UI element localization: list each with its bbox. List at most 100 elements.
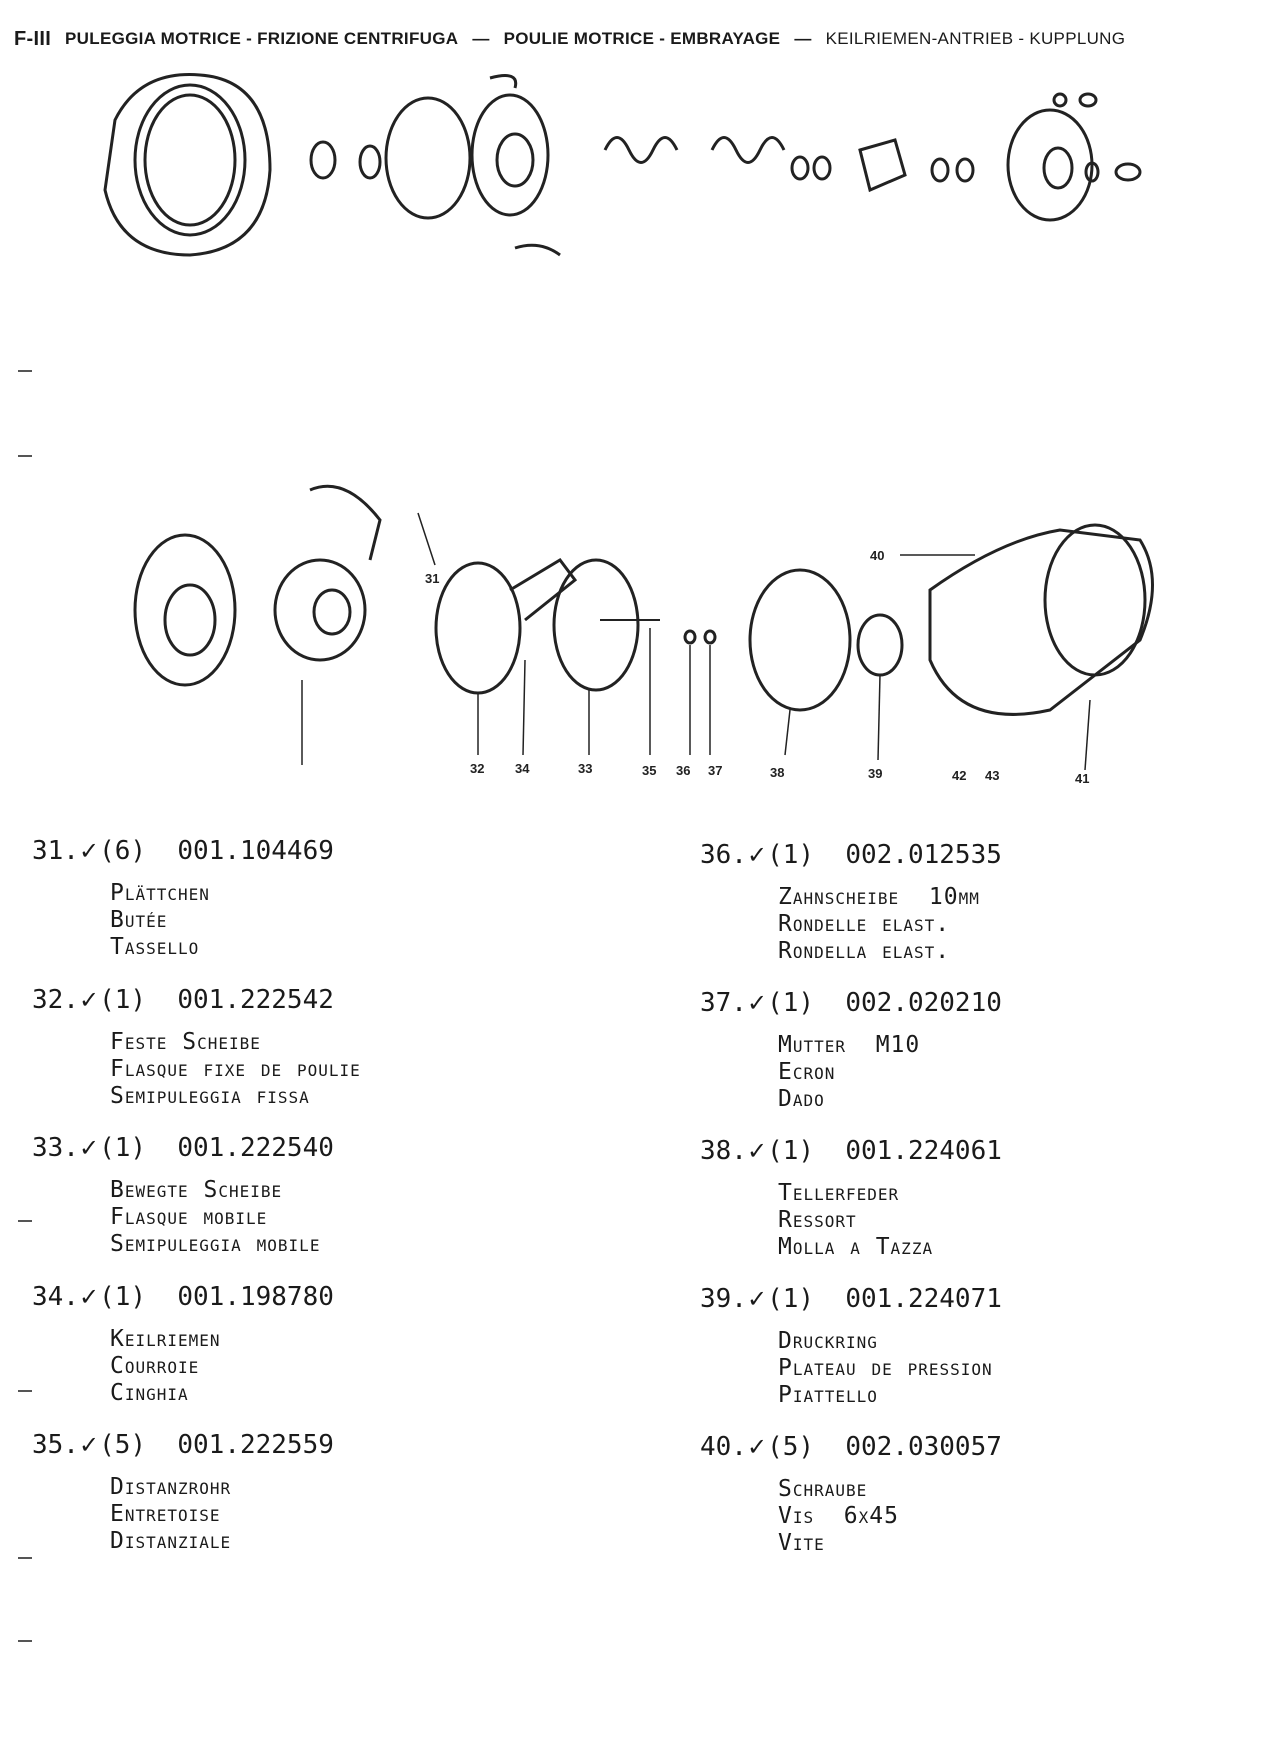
desc-german: Zahnscheibe 10mm bbox=[778, 884, 980, 910]
part-quantity: (1) bbox=[767, 840, 815, 870]
desc-german: Distanzrohr bbox=[110, 1474, 232, 1500]
callout-32: 32 bbox=[470, 761, 484, 776]
desc-italian: Distanziale bbox=[110, 1528, 232, 1554]
desc-italian: Dado bbox=[778, 1086, 825, 1112]
part-code: 002.020210 bbox=[845, 988, 1002, 1018]
desc-italian: Molla a Tazza bbox=[778, 1234, 934, 1260]
desc-french: Flasque fixe de poulie bbox=[110, 1056, 361, 1082]
part-description: Plättchen Butée Tassello bbox=[110, 880, 592, 961]
part-code: 001.224071 bbox=[845, 1284, 1002, 1314]
desc-italian: Piattello bbox=[778, 1382, 878, 1408]
title-separator: — bbox=[794, 29, 812, 48]
checkmark-icon: ✓ bbox=[746, 1433, 768, 1461]
part-entry: 36.✓(1) 002.012535 Zahnscheibe 10mm Rond… bbox=[700, 840, 1260, 965]
part-quantity: (1) bbox=[767, 1284, 815, 1314]
part-entry: 31.✓(6) 001.104469 Plättchen Butée Tasse… bbox=[32, 836, 592, 961]
part-number: 39. bbox=[700, 1284, 747, 1314]
clutch-housing-upper bbox=[103, 73, 272, 257]
part-header-line: 38.✓(1) 001.224061 bbox=[700, 1136, 1260, 1166]
part-entry: 38.✓(1) 001.224061 Tellerfeder Ressort M… bbox=[700, 1136, 1260, 1261]
pulley-halves-belt bbox=[434, 558, 717, 695]
part-header-line: 31.✓(6) 001.104469 bbox=[32, 836, 592, 866]
desc-german: Tellerfeder bbox=[778, 1180, 900, 1206]
margin-mark bbox=[18, 1220, 32, 1222]
part-code: 001.104469 bbox=[177, 836, 334, 866]
desc-french: Rondelle elast. bbox=[778, 911, 951, 937]
part-header-line: 37.✓(1) 002.020210 bbox=[700, 988, 1260, 1018]
part-number: 35. bbox=[32, 1430, 79, 1460]
part-quantity: (1) bbox=[99, 985, 147, 1015]
margin-mark bbox=[18, 1390, 32, 1392]
callout-43: 43 bbox=[985, 768, 999, 783]
part-code: 001.198780 bbox=[177, 1282, 334, 1312]
checkmark-icon: ✓ bbox=[746, 841, 768, 869]
part-description: Druckring Plateau de pression Piattello bbox=[778, 1328, 1260, 1409]
part-number: 31. bbox=[32, 836, 79, 866]
callout-38: 38 bbox=[770, 765, 784, 780]
checkmark-icon: ✓ bbox=[78, 837, 100, 865]
part-entry: 39.✓(1) 001.224071 Druckring Plateau de … bbox=[700, 1284, 1260, 1409]
checkmark-icon: ✓ bbox=[78, 1134, 100, 1162]
drive-pulley-lower bbox=[133, 484, 382, 687]
part-code: 002.030057 bbox=[845, 1432, 1002, 1462]
callout-41: 41 bbox=[1075, 771, 1089, 786]
checkmark-icon: ✓ bbox=[78, 1283, 100, 1311]
desc-french: Ecron bbox=[778, 1059, 836, 1085]
part-number: 34. bbox=[32, 1282, 79, 1312]
title-italian: PULEGGIA MOTRICE - FRIZIONE CENTRIFUGA bbox=[65, 29, 459, 48]
part-quantity: (5) bbox=[767, 1432, 815, 1462]
section-code: F-III bbox=[14, 27, 52, 50]
checkmark-icon: ✓ bbox=[78, 1431, 100, 1459]
part-description: Schraube Vis 6x45 Vite bbox=[778, 1476, 1260, 1557]
part-entry: 34.✓(1) 001.198780 Keilriemen Courroie C… bbox=[32, 1282, 592, 1407]
desc-german: Druckring bbox=[778, 1328, 878, 1354]
part-header-line: 34.✓(1) 001.198780 bbox=[32, 1282, 592, 1312]
part-description: Mutter M10 Ecron Dado bbox=[778, 1032, 1260, 1113]
margin-mark bbox=[18, 1640, 32, 1642]
checkmark-icon: ✓ bbox=[746, 989, 768, 1017]
part-number: 36. bbox=[700, 840, 747, 870]
callout-40: 40 bbox=[870, 548, 884, 563]
page-header: F-III PULEGGIA MOTRICE - FRIZIONE CENTRI… bbox=[14, 24, 1254, 54]
desc-french: Ressort bbox=[778, 1207, 857, 1233]
desc-french: Butée bbox=[110, 907, 168, 933]
margin-mark bbox=[18, 1557, 32, 1559]
part-header-line: 39.✓(1) 001.224071 bbox=[700, 1284, 1260, 1314]
part-code: 001.222542 bbox=[177, 985, 334, 1015]
desc-italian: Vite bbox=[778, 1530, 825, 1556]
part-entry: 32.✓(1) 001.222542 Feste Scheibe Flasque… bbox=[32, 985, 592, 1110]
part-quantity: (6) bbox=[99, 836, 147, 866]
clutch-cover-lower bbox=[928, 523, 1154, 716]
part-description: Zahnscheibe 10mm Rondelle elast. Rondell… bbox=[778, 884, 1260, 965]
callout-37: 37 bbox=[708, 763, 722, 778]
desc-french: Courroie bbox=[110, 1353, 200, 1379]
title-separator: — bbox=[472, 29, 490, 48]
callout-39: 39 bbox=[868, 766, 882, 781]
desc-french: Flasque mobile bbox=[110, 1204, 268, 1230]
part-code: 001.222540 bbox=[177, 1133, 334, 1163]
desc-italian: Tassello bbox=[110, 934, 200, 960]
part-entry: 33.✓(1) 001.222540 Bewegte Scheibe Flasq… bbox=[32, 1133, 592, 1258]
part-header-line: 33.✓(1) 001.222540 bbox=[32, 1133, 592, 1163]
callout-31: 31 bbox=[425, 571, 439, 586]
part-quantity: (1) bbox=[99, 1282, 147, 1312]
desc-french: Vis 6x45 bbox=[778, 1503, 899, 1529]
checkmark-icon: ✓ bbox=[746, 1285, 768, 1313]
desc-french: Plateau de pression bbox=[778, 1355, 993, 1381]
part-header-line: 32.✓(1) 001.222542 bbox=[32, 985, 592, 1015]
part-header-line: 35.✓(5) 001.222559 bbox=[32, 1430, 592, 1460]
part-description: Bewegte Scheibe Flasque mobile Semipuleg… bbox=[110, 1177, 592, 1258]
desc-italian: Cinghia bbox=[110, 1380, 189, 1406]
part-quantity: (1) bbox=[99, 1133, 147, 1163]
desc-italian: Semipuleggia mobile bbox=[110, 1231, 321, 1257]
part-quantity: (1) bbox=[767, 1136, 815, 1166]
part-entry: 37.✓(1) 002.020210 Mutter M10 Ecron Dado bbox=[700, 988, 1260, 1113]
part-entry: 40.✓(5) 002.030057 Schraube Vis 6x45 Vit… bbox=[700, 1432, 1260, 1557]
part-description: Distanzrohr Entretoise Distanziale bbox=[110, 1474, 592, 1555]
part-quantity: (1) bbox=[767, 988, 815, 1018]
desc-french: Entretoise bbox=[110, 1501, 221, 1527]
part-description: Keilriemen Courroie Cinghia bbox=[110, 1326, 592, 1407]
part-entry: 35.✓(5) 001.222559 Distanzrohr Entretois… bbox=[32, 1430, 592, 1555]
margin-mark bbox=[18, 455, 32, 457]
desc-italian: Rondella elast. bbox=[778, 938, 951, 964]
